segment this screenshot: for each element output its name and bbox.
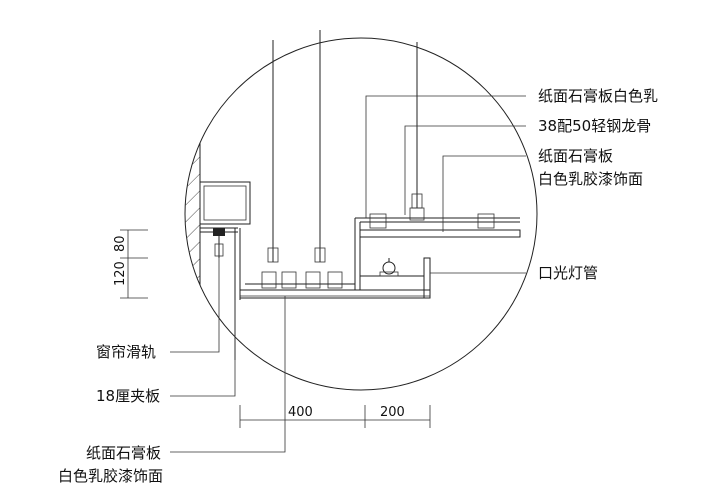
hanger-rods: [267, 30, 423, 263]
keel-conj: 配: [557, 117, 572, 135]
label-plywood-18: 18厘夹板: [96, 387, 160, 405]
dim-vertical-1: 120: [113, 261, 128, 286]
dim-horizontal-2: 200: [380, 405, 405, 420]
wall-section: [185, 38, 201, 370]
label-latex-finish-right: 白色乳胶漆饰面: [538, 170, 643, 188]
keel-text: 轻钢龙骨: [591, 117, 651, 135]
light-trough: [354, 207, 521, 299]
fluorescent-lamp: [379, 258, 399, 277]
keel-size-50: 50: [572, 117, 591, 135]
left-dimensions: 120 80: [113, 229, 148, 299]
leader-lines: [170, 95, 526, 453]
label-gypsum-white-latex: 纸面石膏板白色乳: [538, 87, 658, 105]
label-light-steel-keel: 38配50轻钢龙骨: [538, 117, 651, 135]
label-latex-finish-bottom: 白色乳胶漆饰面: [58, 467, 163, 485]
keel-size-38: 38: [538, 117, 557, 135]
dim-vertical-2: 80: [113, 235, 128, 252]
bottom-dimensions: 400 200: [239, 405, 431, 428]
dim-horizontal-1: 400: [288, 405, 313, 420]
label-gypsum-board-right: 纸面石膏板: [538, 147, 613, 165]
label-gypsum-board-bottom: 纸面石膏板: [86, 444, 161, 462]
curtain-rail: [213, 228, 225, 258]
label-light-tube: 口光灯管: [538, 264, 598, 282]
label-curtain-rail: 窗帘滑轨: [96, 343, 156, 361]
curtain-box: [199, 181, 251, 360]
